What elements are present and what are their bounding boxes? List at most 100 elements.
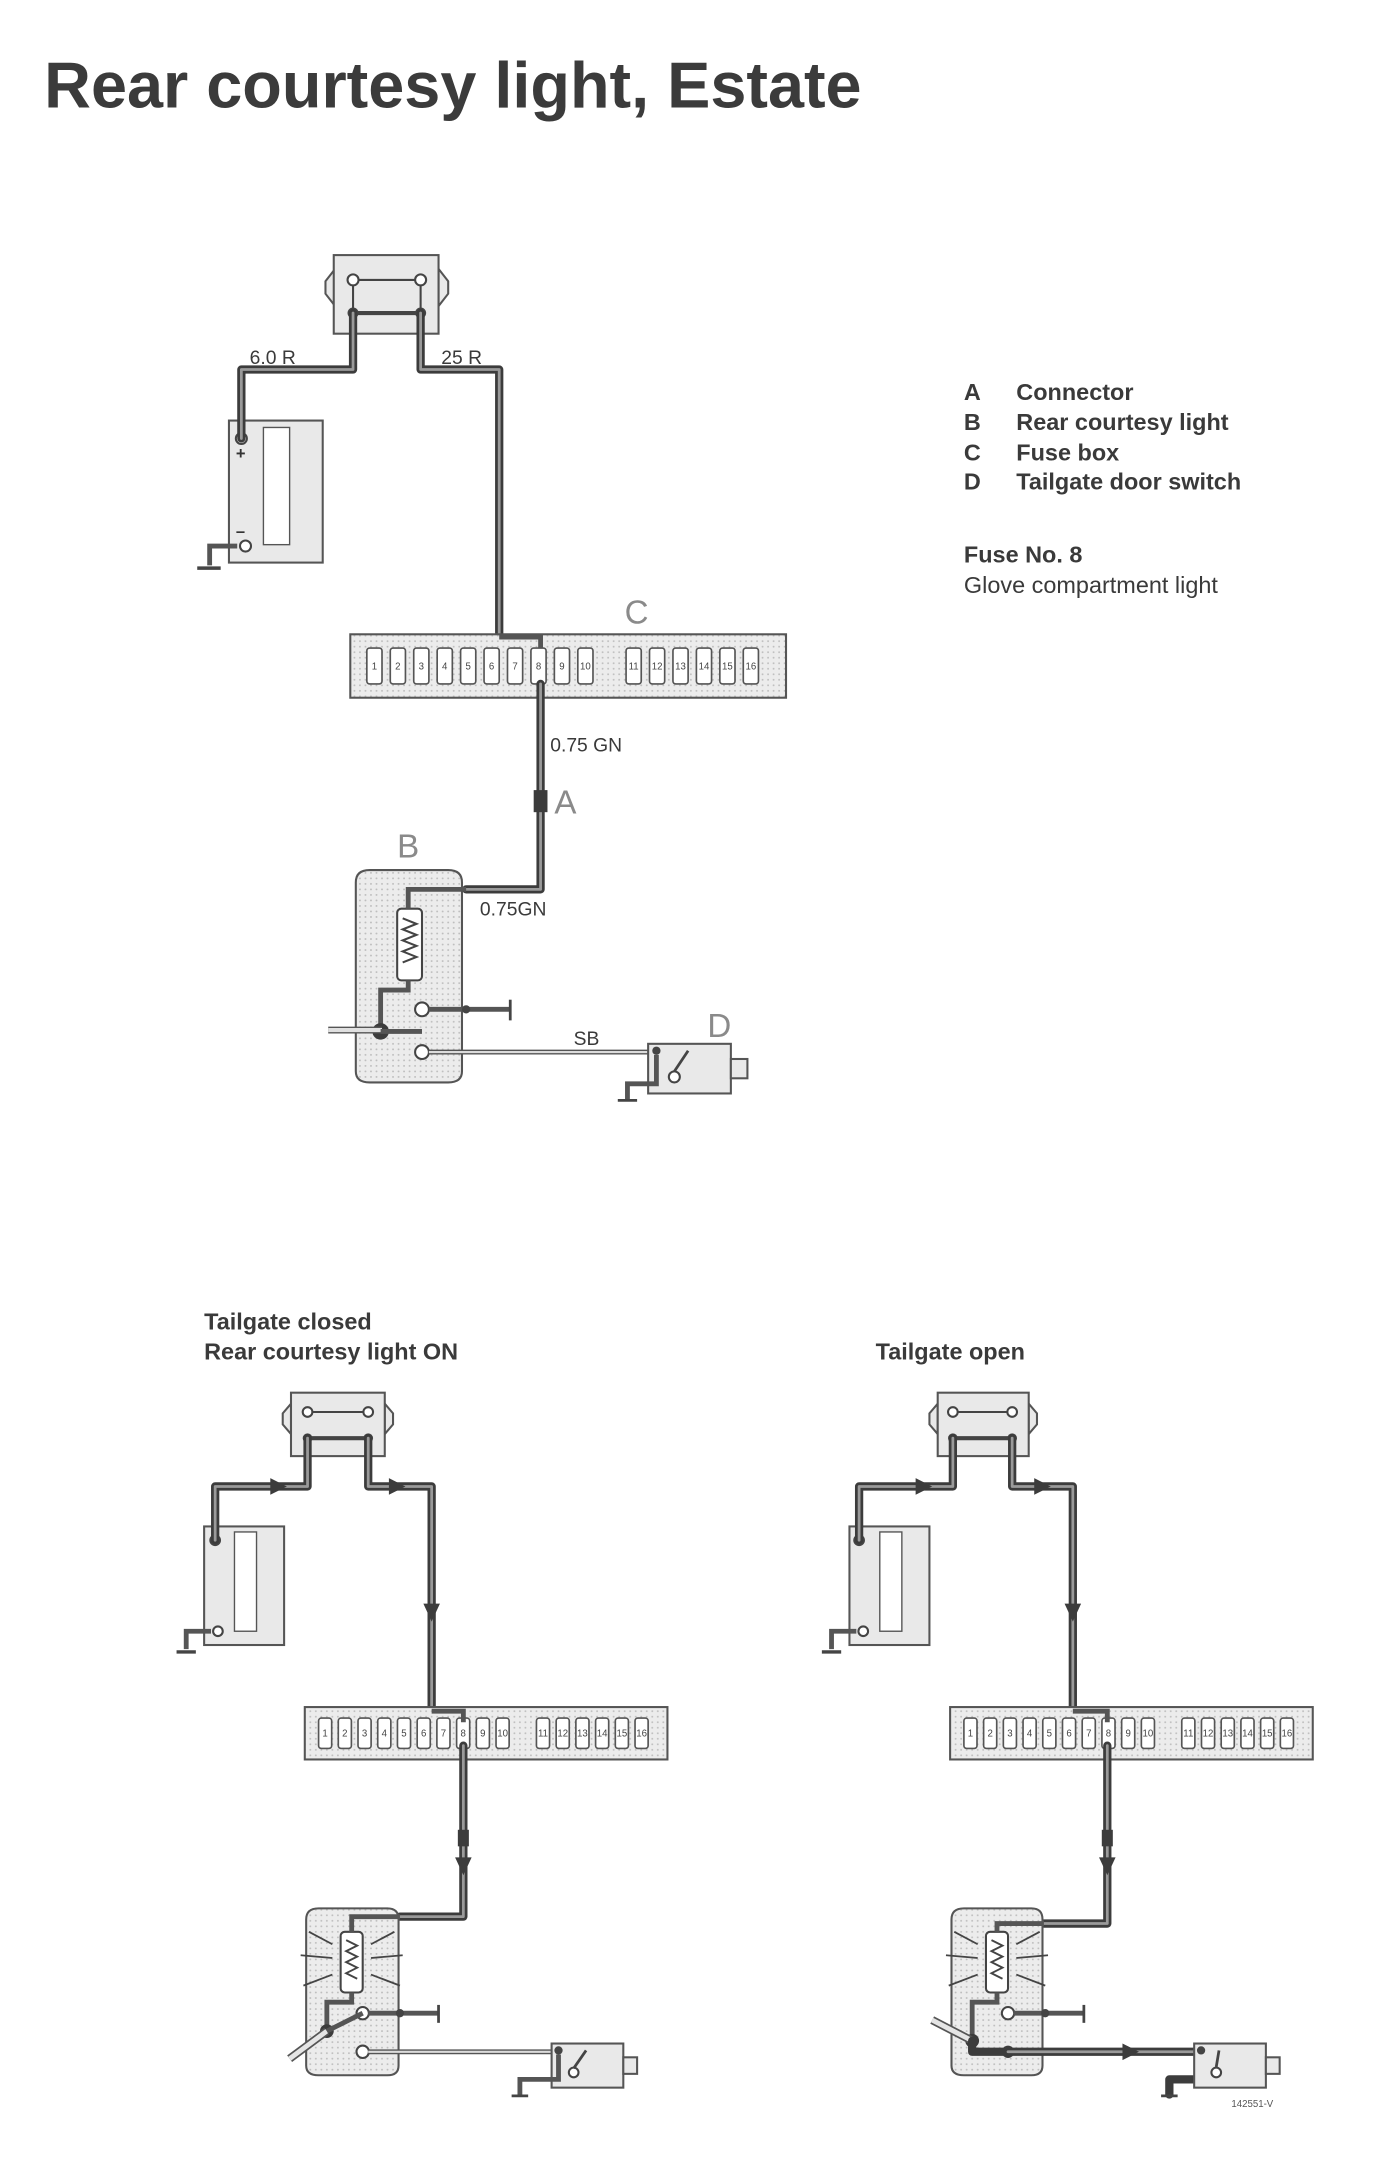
- caption-tailgate-closed: Tailgate closed: [204, 1308, 372, 1334]
- fuse-slot-number: 8: [536, 662, 541, 673]
- fuse-slot-number: 11: [1183, 1728, 1193, 1739]
- fuse-number-title: Fuse No. 8: [964, 542, 1083, 568]
- fuse-slot-number: 7: [1086, 1728, 1091, 1739]
- fuse-slot-number: 10: [1143, 1728, 1154, 1739]
- fuse-slot-number: 8: [1106, 1728, 1111, 1739]
- fuse-slot-number: 1: [372, 662, 377, 673]
- wire-label-0-75gn: 0.75GN: [480, 900, 547, 921]
- fuse-slot-number: 13: [675, 662, 686, 673]
- battery: + –: [197, 419, 324, 570]
- fuse-slot-number: 2: [987, 1728, 992, 1739]
- legend-letter-a: A: [964, 379, 981, 405]
- fuse-slot: [376, 1717, 392, 1750]
- component-letter-d: D: [707, 1008, 731, 1045]
- fuse-slot-number: 9: [559, 662, 564, 673]
- fuse-description: Glove compartment light: [964, 572, 1219, 598]
- svg-text:–: –: [236, 521, 245, 540]
- fuse-slot: [317, 1717, 333, 1750]
- component-letter-b: B: [397, 829, 419, 866]
- fuse-slot: [553, 647, 571, 685]
- fuse-slot-number: 2: [342, 1728, 347, 1739]
- fuse-slot-number: 9: [480, 1728, 485, 1739]
- rear-courtesy-light: [328, 869, 512, 1084]
- fuse-slot-number: 14: [1242, 1728, 1253, 1739]
- fuse-slot-number: 1: [322, 1728, 327, 1739]
- fuse-slot: [1279, 1717, 1295, 1750]
- wire-label-25-r: 25 R: [441, 348, 482, 369]
- fuse-slot: [1041, 1717, 1057, 1750]
- component-letter-a: A: [554, 785, 576, 822]
- fuse-slot: [459, 647, 477, 685]
- connector-a: [533, 790, 548, 813]
- fuse-slot-number: 7: [512, 662, 517, 673]
- fuse-slot-number: 11: [538, 1728, 548, 1739]
- fuse-slot: [416, 1717, 432, 1750]
- fuse-slot-number: 16: [636, 1728, 647, 1739]
- tailgate-door-switch: [617, 1042, 749, 1102]
- fuse-slot-number: 13: [577, 1728, 588, 1739]
- fuse-slot-number: 6: [489, 662, 494, 673]
- fuse-slot: [436, 647, 454, 685]
- fuse-slot-number: 10: [580, 662, 591, 673]
- fuse-slot: [672, 647, 689, 685]
- legend-letter-c: C: [964, 440, 981, 466]
- fuse-slot: [483, 647, 501, 685]
- fuse-slot-number: 14: [597, 1728, 608, 1739]
- legend-text-rear-courtesy-light: Rear courtesy light: [1016, 409, 1228, 435]
- fuse-slot: [475, 1717, 491, 1750]
- fuse-slot-number: 12: [557, 1728, 568, 1739]
- fuse-slot: [396, 1717, 412, 1750]
- component-letter-c: C: [625, 594, 649, 631]
- legend: A Connector B Rear courtesy light C Fuse…: [964, 379, 1241, 598]
- fuse-slot-number: 15: [722, 662, 733, 673]
- fuse-slot-number: 7: [441, 1728, 446, 1739]
- fuse-slot-number: 9: [1126, 1728, 1131, 1739]
- fuse-slot: [634, 1717, 649, 1750]
- wire-label-0-75-gn: 0.75 GN: [550, 735, 622, 756]
- legend-text-connector: Connector: [1016, 379, 1133, 405]
- fuse-slot-number: 5: [466, 662, 471, 673]
- svg-text:+: +: [236, 444, 246, 463]
- legend-text-tailgate-door-switch: Tailgate door switch: [1016, 469, 1241, 495]
- fuse-slot: [719, 647, 736, 685]
- fuse-slot: [555, 1717, 571, 1750]
- wire-label-sb: SB: [574, 1029, 600, 1050]
- fuse-slot: [982, 1717, 998, 1750]
- figure-code: 142551-V: [1231, 2099, 1273, 2110]
- legend-letter-d: D: [964, 469, 981, 495]
- fuse-slot-number: 15: [1262, 1728, 1273, 1739]
- fuse-slot: [575, 1717, 590, 1750]
- fuse-slot-number: 2: [395, 662, 400, 673]
- fuse-slot: [1002, 1717, 1018, 1750]
- fuse-slot: [1140, 1717, 1156, 1750]
- fuse-slot: [614, 1717, 630, 1750]
- fuse-slot: [1240, 1717, 1255, 1750]
- fuse-slot-number: 13: [1222, 1728, 1233, 1739]
- fuse-slot-number: 12: [652, 662, 663, 673]
- fuse-slot: [495, 1717, 510, 1750]
- fuse-slot: [742, 647, 760, 685]
- legend-letter-b: B: [964, 409, 981, 435]
- fuse-slot-number: 4: [382, 1728, 388, 1739]
- fuse-slot-number: 12: [1203, 1728, 1214, 1739]
- fuse-slot: [594, 1717, 610, 1750]
- fuse-slot-number: 10: [497, 1728, 508, 1739]
- fuse-slot: [1180, 1717, 1196, 1750]
- fuse-slot: [535, 1717, 551, 1750]
- fuse-slot-number: 4: [442, 662, 448, 673]
- fuse-slot-number: 5: [1047, 1728, 1052, 1739]
- fuse-slot-number: 14: [699, 662, 710, 673]
- caption-light-on: Rear courtesy light ON: [204, 1339, 458, 1365]
- fuse-slot-number: 6: [421, 1728, 426, 1739]
- fuse-slot-number: 3: [419, 662, 424, 673]
- fuse-slot: [648, 647, 666, 685]
- fuse-slot: [389, 647, 407, 685]
- fuse-slot: [1220, 1717, 1236, 1750]
- fuse-slot-number: 15: [616, 1728, 627, 1739]
